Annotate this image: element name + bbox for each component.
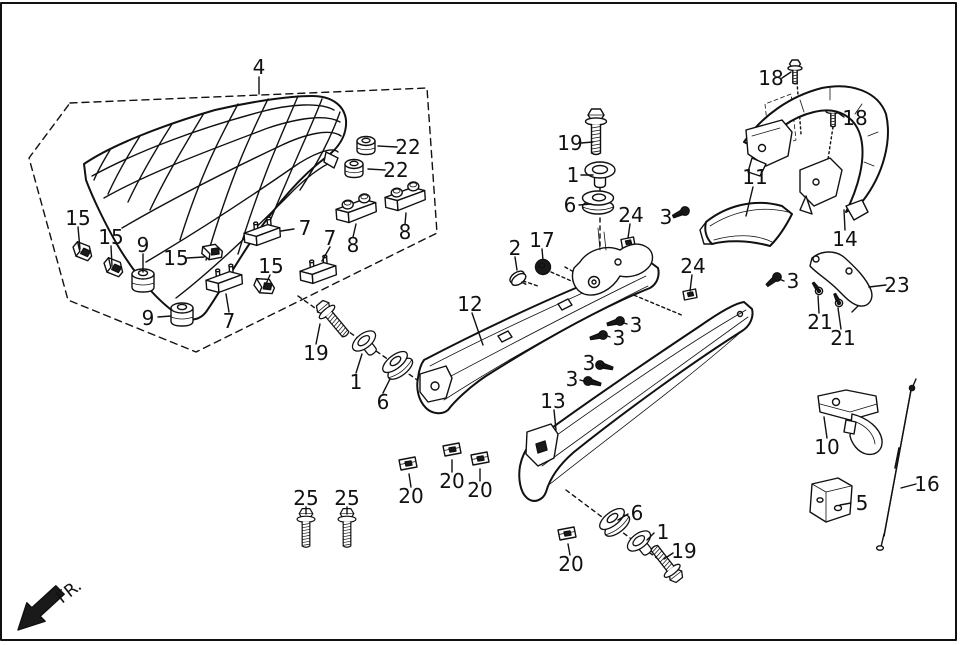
seat-lock-10 xyxy=(817,389,883,456)
part-label-18: 18 xyxy=(758,66,784,90)
part-label-19: 19 xyxy=(303,341,329,365)
center-cover-11 xyxy=(699,201,793,247)
part-label-1: 1 xyxy=(349,370,363,394)
part-label-21: 21 xyxy=(830,326,856,350)
bracket-5 xyxy=(809,477,853,523)
part-label-5: 5 xyxy=(855,491,869,515)
part-label-3: 3 xyxy=(565,367,579,391)
part-label-17: 17 xyxy=(529,228,555,252)
grab-rail-14 xyxy=(743,85,889,221)
seat-latch xyxy=(571,227,654,296)
part-label-7: 7 xyxy=(222,309,236,333)
part-label-8: 8 xyxy=(398,220,412,244)
part-label-11: 11 xyxy=(742,165,768,189)
bracket-23 xyxy=(809,251,873,313)
part-label-6: 6 xyxy=(630,501,644,525)
part-label-20: 20 xyxy=(467,478,493,502)
part-label-9: 9 xyxy=(141,306,155,330)
part-label-22: 22 xyxy=(383,158,409,182)
part-label-24: 24 xyxy=(680,254,706,278)
cap-2 xyxy=(509,270,527,287)
part-label-1: 1 xyxy=(656,520,670,544)
seat-mesh xyxy=(91,95,342,299)
part-label-22: 22 xyxy=(395,135,421,159)
part-label-19: 19 xyxy=(671,539,697,563)
part-label-15: 15 xyxy=(258,254,284,278)
part-label-6: 6 xyxy=(376,390,390,414)
part-label-25: 25 xyxy=(293,486,319,510)
seat-group-boundary xyxy=(28,87,438,353)
part-label-3: 3 xyxy=(612,326,626,350)
leader-lines xyxy=(77,71,917,560)
part-label-19: 19 xyxy=(557,131,583,155)
part-label-18: 18 xyxy=(842,106,868,130)
part-label-4: 4 xyxy=(252,55,266,79)
part-label-3: 3 xyxy=(582,351,596,375)
part-label-2: 2 xyxy=(508,236,522,260)
part-label-3: 3 xyxy=(786,269,800,293)
part-label-23: 23 xyxy=(884,273,910,297)
part-label-16: 16 xyxy=(914,472,940,496)
part-label-7: 7 xyxy=(323,226,337,250)
part-label-3: 3 xyxy=(629,313,643,337)
part-label-8: 8 xyxy=(346,233,360,257)
part-label-13: 13 xyxy=(540,389,566,413)
part-label-15: 15 xyxy=(98,225,124,249)
lock-rod-16 xyxy=(875,378,917,551)
part-label-24: 24 xyxy=(618,203,644,227)
part-label-7: 7 xyxy=(298,216,312,240)
part-label-20: 20 xyxy=(398,484,424,508)
part-label-20: 20 xyxy=(558,552,584,576)
part-label-10: 10 xyxy=(814,435,840,459)
part-label-25: 25 xyxy=(334,486,360,510)
part-label-15: 15 xyxy=(163,246,189,270)
seat xyxy=(83,95,348,321)
part-label-6: 6 xyxy=(563,193,577,217)
part-label-20: 20 xyxy=(439,469,465,493)
part-label-12: 12 xyxy=(457,292,483,316)
part-label-21: 21 xyxy=(807,310,833,334)
part-label-1: 1 xyxy=(566,163,580,187)
part-label-3: 3 xyxy=(659,205,673,229)
side-cover-13 xyxy=(518,301,754,502)
part-label-14: 14 xyxy=(832,227,858,251)
fr-direction-arrow xyxy=(17,585,65,631)
part-label-9: 9 xyxy=(136,233,150,257)
part-label-15: 15 xyxy=(65,206,91,230)
